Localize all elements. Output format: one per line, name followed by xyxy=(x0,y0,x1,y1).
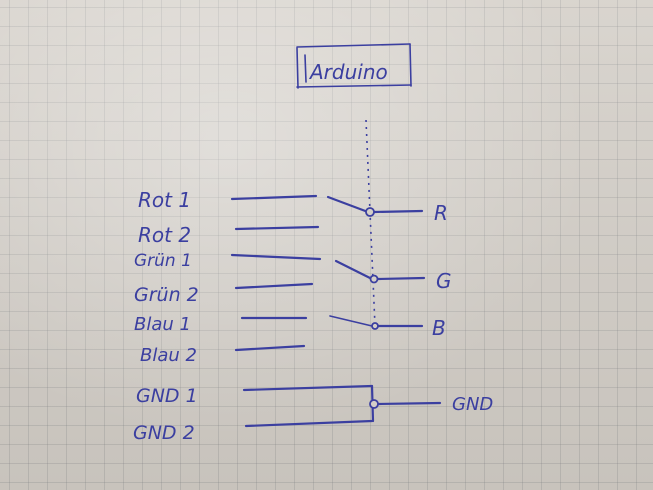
input-label-blau-1: Blau 1 xyxy=(134,314,191,335)
node-r xyxy=(365,207,375,217)
output-label-g: G xyxy=(436,269,452,293)
output-wire-gnd xyxy=(376,401,442,406)
switch-g xyxy=(334,259,374,281)
input-label-gnd-2: GND 2 xyxy=(133,422,195,444)
output-wire-g xyxy=(376,276,426,281)
arduino-box: Arduino xyxy=(296,43,412,89)
switch-levers xyxy=(326,195,374,327)
input-label-gruen-1: Grün 1 xyxy=(134,251,192,271)
input-label-blau-2: Blau 2 xyxy=(140,345,197,366)
arduino-label: Arduino xyxy=(308,60,388,84)
output-lines xyxy=(372,209,442,406)
wire-gnd-1 xyxy=(242,384,374,392)
output-wire-r xyxy=(372,209,424,214)
input-label-gruen-2: Grün 2 xyxy=(134,284,199,306)
output-label-b: B xyxy=(432,316,446,340)
output-label-r: R xyxy=(434,201,448,225)
output-label-gnd: GND xyxy=(452,394,493,415)
wire-gruen-1 xyxy=(230,253,322,261)
input-lines xyxy=(230,194,374,428)
junction-nodes xyxy=(365,207,379,409)
input-label-rot-2: Rot 2 xyxy=(138,223,191,247)
node-g xyxy=(369,274,379,284)
input-labels: Rot 1 Rot 2 Grün 1 Grün 2 Blau 1 Blau 2 … xyxy=(133,188,199,444)
output-labels: R G B GND xyxy=(432,201,493,415)
wire-rot-2 xyxy=(234,225,320,231)
wire-gnd-2 xyxy=(244,419,374,428)
wire-blau-2 xyxy=(234,344,306,352)
arduino-bus-line xyxy=(365,119,376,327)
switch-b xyxy=(329,315,373,327)
input-label-rot-1: Rot 1 xyxy=(138,188,191,212)
switch-r xyxy=(326,195,370,214)
input-label-gnd-1: GND 1 xyxy=(136,385,198,407)
wire-rot-1 xyxy=(230,194,318,201)
node-gnd xyxy=(369,399,379,409)
node-b xyxy=(371,322,379,330)
wire-gruen-2 xyxy=(234,282,314,290)
